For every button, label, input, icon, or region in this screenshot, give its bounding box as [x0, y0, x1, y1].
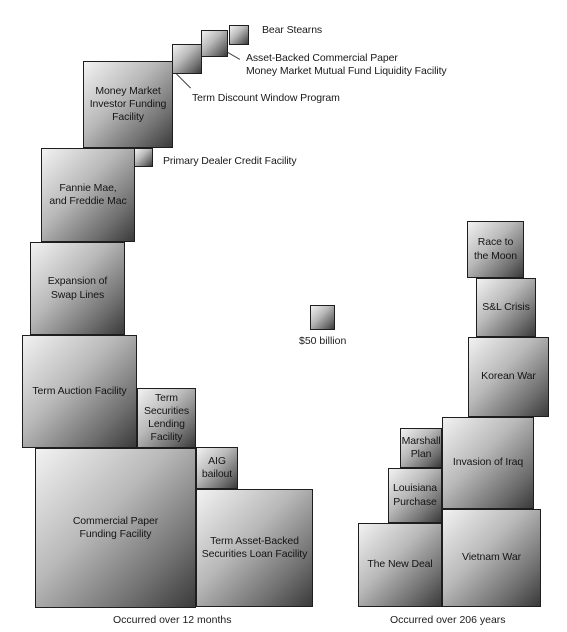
abcp-label: Asset-Backed Commercial Paper Money Mark…	[246, 52, 447, 78]
pdcf-label: Primary Dealer Credit Facility	[163, 155, 297, 167]
mmiff-box: Money Market Investor Funding Facility	[83, 61, 173, 148]
vietnam-box: Vietnam War	[442, 509, 541, 607]
abcp-box-1	[201, 30, 228, 57]
new-deal-box: The New Deal	[358, 523, 442, 607]
term-discount-leader	[176, 73, 191, 89]
abcp-box-2	[172, 44, 202, 74]
legend-label: $50 billion	[299, 335, 347, 347]
talf-box: Term Asset-Backed Securities Loan Facili…	[196, 489, 313, 607]
tslf-box: Term Securities Lending Facility	[137, 388, 196, 448]
taf-box: Term Auction Facility	[22, 335, 137, 448]
korea-box: Korean War	[468, 337, 549, 417]
iraq-box: Invasion of Iraq	[442, 417, 534, 509]
fannie-box: Fannie Mae, and Freddie Mac	[41, 148, 135, 242]
bear-stearns-label: Bear Stearns	[262, 24, 323, 36]
legend-box	[310, 305, 335, 330]
pdcf-box	[134, 148, 153, 167]
swap-box: Expansion of Swap Lines	[30, 242, 125, 335]
left-caption: Occurred over 12 months	[113, 614, 232, 626]
marshall-box: Marshall Plan	[400, 428, 442, 468]
sl-box: S&L Crisis	[476, 278, 536, 337]
louisiana-box: Louisiana Purchase	[388, 468, 442, 523]
cpff-box: Commercial Paper Funding Facility	[35, 448, 196, 608]
aig-box: AIG bailout	[196, 447, 238, 489]
bear-stearns-box	[229, 25, 249, 45]
right-caption: Occurred over 206 years	[390, 614, 506, 626]
term-discount-label: Term Discount Window Program	[192, 92, 340, 104]
moon-box: Race to the Moon	[467, 221, 524, 278]
abcp-leader	[227, 52, 241, 60]
